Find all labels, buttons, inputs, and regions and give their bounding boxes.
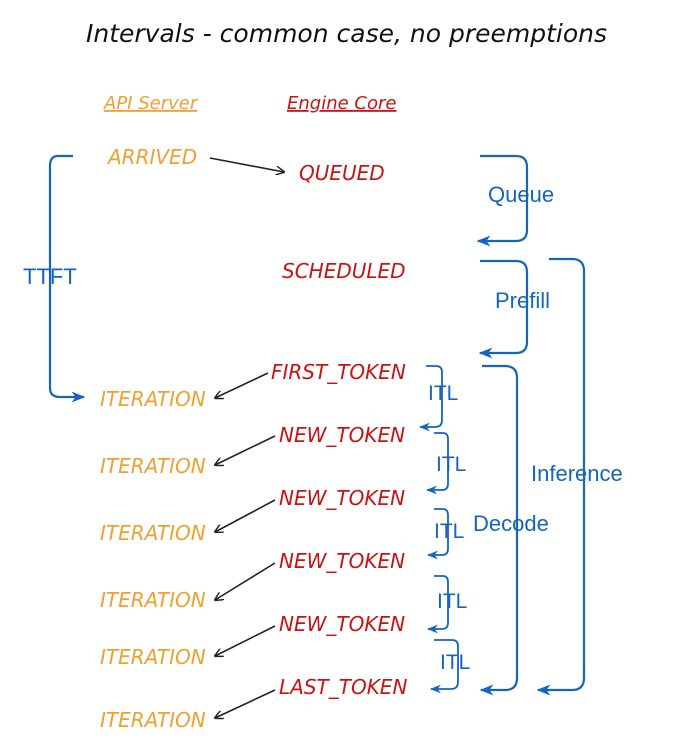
token-to-iteration-arrow-6 bbox=[215, 689, 276, 718]
ttft-bracket bbox=[48, 154, 86, 403]
token-to-iteration-arrow-2 bbox=[215, 435, 276, 465]
iteration-event-2: ITERATION bbox=[100, 454, 206, 478]
prefill-bracket bbox=[478, 259, 529, 359]
inference-label: Inference bbox=[531, 461, 623, 486]
iteration-event-4: ITERATION bbox=[100, 588, 206, 612]
scheduled-event: SCHEDULED bbox=[282, 259, 406, 283]
itl-bracket-4 bbox=[426, 575, 449, 634]
token-to-iteration-arrow-1 bbox=[215, 372, 269, 398]
iteration-event-3: ITERATION bbox=[100, 521, 206, 545]
new-token-event-3: NEW_TOKEN bbox=[279, 549, 405, 573]
arrived-to-queued-arrow bbox=[209, 157, 284, 172]
diagram-title: Intervals - common case, no preemptions bbox=[86, 19, 607, 48]
new-token-event-1: NEW_TOKEN bbox=[279, 423, 405, 447]
last-token-event: LAST_TOKEN bbox=[279, 675, 407, 699]
queued-event: QUEUED bbox=[299, 161, 385, 185]
itl-bracket-1 bbox=[418, 365, 443, 432]
new-token-event-2: NEW_TOKEN bbox=[279, 486, 405, 510]
token-to-iteration-arrow-3 bbox=[215, 499, 276, 532]
itl-label-3: ITL bbox=[434, 520, 464, 543]
prefill-label: Prefill bbox=[495, 288, 550, 313]
api-server-header: API Server bbox=[103, 93, 199, 114]
itl-bracket-3 bbox=[426, 508, 449, 560]
queue-label: Queue bbox=[488, 182, 554, 207]
iteration-event-6: ITERATION bbox=[100, 708, 206, 732]
inference-bracket bbox=[536, 257, 586, 696]
decode-label: Decode bbox=[473, 511, 549, 536]
itl-label-4: ITL bbox=[437, 590, 467, 613]
itl-label-5: ITL bbox=[440, 651, 470, 674]
engine-core-header: Engine Core bbox=[287, 93, 396, 114]
ttft-label: TTFT bbox=[23, 264, 77, 289]
iteration-event-1: ITERATION bbox=[100, 387, 206, 411]
itl-label-1: ITL bbox=[428, 382, 458, 405]
itl-label-2: ITL bbox=[436, 453, 466, 476]
arrived-event: ARRIVED bbox=[106, 145, 197, 169]
queue-bracket bbox=[476, 154, 529, 247]
token-to-iteration-arrow-5 bbox=[215, 625, 276, 656]
iteration-event-5: ITERATION bbox=[100, 645, 206, 669]
new-token-event-4: NEW_TOKEN bbox=[279, 612, 405, 636]
decode-bracket bbox=[479, 364, 519, 696]
token-to-iteration-arrow-4 bbox=[215, 562, 276, 600]
first-token-event: FIRST_TOKEN bbox=[271, 360, 406, 384]
itl-bracket-2 bbox=[425, 432, 449, 495]
itl-bracket-5 bbox=[429, 639, 459, 694]
